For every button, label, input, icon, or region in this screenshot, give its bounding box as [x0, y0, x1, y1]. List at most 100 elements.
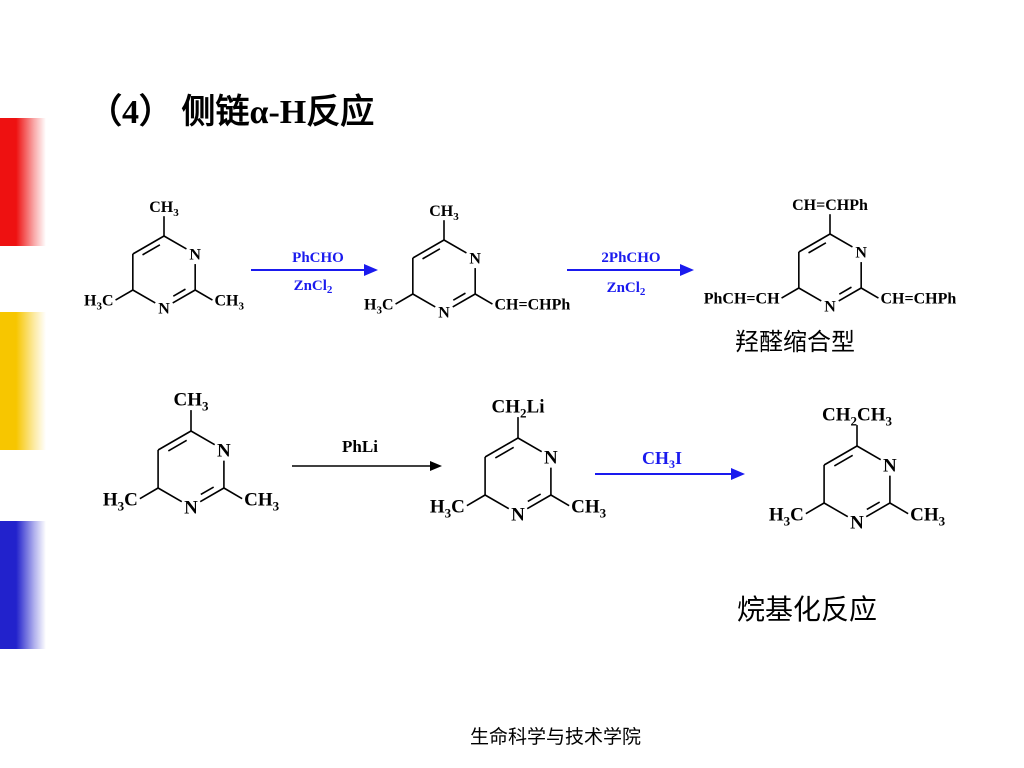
reagent-label: ZnCl2 [294, 278, 333, 296]
bond [781, 287, 800, 299]
bond [190, 430, 216, 446]
bond [194, 289, 213, 301]
ring-nitrogen-n1: N [883, 456, 897, 477]
bond [823, 445, 858, 466]
substituent-right: CH3 [214, 293, 244, 313]
substituent-left: H3C [364, 297, 394, 317]
substituent-top: CH3 [174, 389, 210, 413]
scheme1-step1: PhCHO ZnCl2 [251, 250, 378, 296]
substituent-top: CH2CH3 [822, 404, 893, 428]
bond [856, 445, 882, 461]
arrow-head [364, 264, 378, 276]
bond [865, 502, 891, 518]
bond [163, 235, 187, 250]
bond [172, 289, 196, 304]
ring-nitrogen-n1: N [469, 251, 481, 268]
ring-nitrogen-n3: N [824, 299, 836, 316]
bond [484, 437, 519, 458]
bond [452, 292, 466, 301]
substituent-top: CH=CHPh [792, 197, 868, 214]
accent-bar-blue [0, 521, 46, 649]
substituent-left: H3C [769, 504, 804, 528]
bond [167, 439, 188, 452]
ring-nitrogen-n3: N [158, 301, 170, 318]
bond [838, 286, 852, 295]
bond [412, 239, 445, 259]
scheme2-step2: CH3I [595, 448, 745, 480]
scheme2-step1: PhLi [292, 437, 442, 471]
bond [798, 233, 831, 253]
bond [860, 287, 879, 299]
bond [422, 248, 441, 260]
bond [466, 494, 486, 507]
bond [157, 487, 183, 503]
bond [132, 289, 156, 304]
bond [833, 454, 854, 467]
reagent-label: ZnCl2 [607, 280, 646, 298]
bond [200, 486, 215, 496]
substituent-top: CH3 [429, 203, 459, 223]
bond [142, 244, 161, 256]
slide-title: （4） 侧链α-H反应 [88, 94, 375, 131]
ring-nitrogen-n1: N [189, 247, 201, 264]
bond [838, 287, 862, 302]
bond [527, 493, 542, 503]
footer-institution: 生命科学与技术学院 [470, 726, 642, 748]
bond [157, 430, 192, 451]
bond [805, 502, 825, 515]
ring-nitrogen-n3: N [184, 498, 198, 519]
bond [517, 437, 543, 453]
substituent-right: CH3 [910, 504, 946, 528]
caption-aldol-type: 羟醛缩合型 [735, 328, 855, 356]
arrow-head [731, 468, 745, 480]
arrow-head [430, 461, 442, 471]
reagent-label: PhCHO [292, 250, 344, 266]
bond [452, 293, 476, 308]
reagent-label: CH3I [642, 448, 682, 471]
arrow-head [680, 264, 694, 276]
substituent-right: CH=CHPh [880, 291, 956, 308]
bond [889, 502, 909, 515]
reagent-label: 2PhCHO [601, 250, 660, 266]
bond [823, 502, 849, 518]
bond [526, 494, 552, 510]
bond [443, 239, 467, 254]
bond [115, 289, 134, 301]
ring-nitrogen-n1: N [544, 448, 558, 469]
bond [172, 288, 186, 297]
ring-nitrogen-n1: N [217, 441, 231, 462]
bond [798, 287, 822, 302]
accent-bar-yellow [0, 312, 46, 450]
substituent-left: PhCH=CH [704, 291, 780, 308]
substituent-right: CH3 [244, 489, 280, 513]
substituent-right: CH3 [571, 496, 607, 520]
accent-bar-red [0, 118, 46, 246]
ring-nitrogen-n3: N [850, 513, 864, 534]
substituent-left: H3C [430, 496, 465, 520]
reagent-label: PhLi [342, 437, 378, 456]
bond [474, 293, 493, 305]
substituent-left: H3C [84, 293, 114, 313]
bond [199, 487, 225, 503]
scheme1-step2: 2PhCHO ZnCl2 [567, 250, 694, 298]
bond [132, 235, 165, 255]
bond [829, 233, 853, 248]
bond [494, 446, 515, 459]
substituent-left: H3C [103, 489, 138, 513]
bond [550, 494, 570, 507]
substituent-top: CH3 [149, 199, 179, 219]
bond [412, 293, 436, 308]
bond [866, 501, 881, 511]
bond [223, 487, 243, 500]
bond [395, 293, 414, 305]
bond [808, 242, 827, 254]
ring-nitrogen-n1: N [855, 245, 867, 262]
